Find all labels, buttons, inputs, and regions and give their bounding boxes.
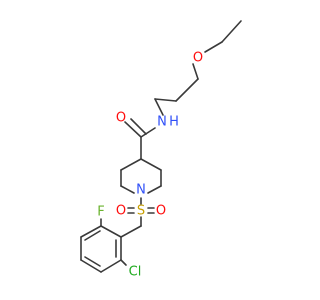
bond (140, 127, 156, 138)
bonds (80, 20, 242, 273)
amide-nitrogen-label: N (157, 115, 167, 130)
bond (124, 121, 142, 138)
sulfur-label: S (137, 204, 145, 219)
bond (175, 78, 199, 102)
ether-oxygen-label: O (193, 51, 203, 66)
carbonyl-oxygen-label: O (116, 111, 126, 126)
bond (154, 98, 164, 116)
atom-labels: O N H O N S O O F Cl (97, 51, 203, 280)
bond (84, 256, 101, 267)
bond (140, 158, 162, 171)
bond (154, 98, 177, 102)
bond (120, 225, 142, 238)
molecule-diagram: O N H O N S O O F Cl (80, 20, 242, 280)
bond (100, 225, 122, 238)
bond (204, 41, 223, 53)
fluorine-label: F (97, 205, 104, 220)
bond (221, 20, 242, 43)
bond (120, 259, 127, 266)
bond (80, 259, 102, 273)
bond (130, 118, 147, 135)
bond (147, 185, 162, 194)
amide-hydrogen-label: H (169, 115, 179, 130)
bond (80, 225, 102, 238)
sulfonyl-oxygen-left-label: O (116, 204, 126, 219)
sulfonyl-oxygen-right-label: O (156, 204, 166, 219)
bond (84, 230, 101, 241)
bond (100, 259, 122, 273)
bond (192, 63, 199, 80)
ring-nitrogen-label: N (136, 183, 146, 198)
chlorine-label: Cl (129, 265, 142, 280)
bond (120, 185, 135, 194)
bond (120, 158, 142, 171)
